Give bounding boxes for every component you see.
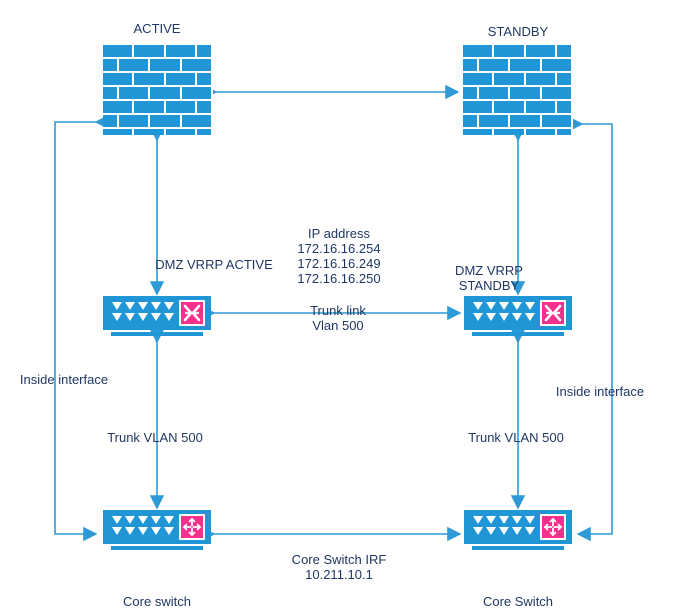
switch-base-bar [472, 332, 564, 336]
core-switch-left[interactable] [103, 510, 211, 550]
switch-chassis [103, 296, 211, 330]
trunk-vlan-right-annotation: Trunk VLAN 500 [468, 430, 564, 445]
core-switch-chassis [103, 510, 211, 544]
core-switch-left-label: Core switch [123, 594, 191, 609]
inside-interface-left-annotation: Inside interface [19, 372, 109, 387]
switch-crossing-icon [540, 300, 566, 326]
core-switch-base-bar [472, 546, 564, 550]
firewall-standby[interactable] [463, 45, 573, 135]
trunk-link-annotation: Trunk link Vlan 500 [310, 303, 366, 333]
router-arrows-icon [179, 514, 205, 540]
switch-ports [112, 302, 178, 321]
firewall-standby-label: STANDBY [487, 24, 549, 39]
firewall-brick-wall [103, 45, 213, 135]
dmz-switch-right[interactable] [464, 296, 572, 336]
trunk-vlan-left-annotation: Trunk VLAN 500 [107, 430, 203, 445]
switch-crossing-icon [179, 300, 205, 326]
dmz-switch-left[interactable] [103, 296, 211, 336]
firewall-active[interactable] [103, 45, 213, 135]
switch-base-bar [111, 332, 203, 336]
core-switch-ports [473, 516, 539, 535]
link-inside-interface-left [54, 114, 109, 542]
core-switch-right-label: Core Switch [482, 594, 554, 609]
router-arrows-icon [540, 514, 566, 540]
switch-chassis [464, 296, 572, 330]
dmz-switch-left-label: DMZ VRRP ACTIVE [155, 257, 273, 272]
ip-address-annotation: IP address 172.16.16.254 172.16.16.249 1… [297, 226, 381, 286]
inside-interface-right-annotation: Inside interface [555, 384, 645, 399]
core-switch-right[interactable] [464, 510, 572, 550]
firewall-brick-wall [463, 45, 573, 135]
firewall-active-label: ACTIVE [133, 21, 181, 36]
core-switch-ports [112, 516, 178, 535]
dmz-switch-right-label: DMZ VRRP STANDBY [455, 263, 523, 293]
core-switch-chassis [464, 510, 572, 544]
link-inside-interface-right [569, 116, 613, 542]
switch-ports [473, 302, 539, 321]
core-switch-base-bar [111, 546, 203, 550]
core-switch-irf-annotation: Core Switch IRF 10.211.10.1 [291, 552, 387, 582]
